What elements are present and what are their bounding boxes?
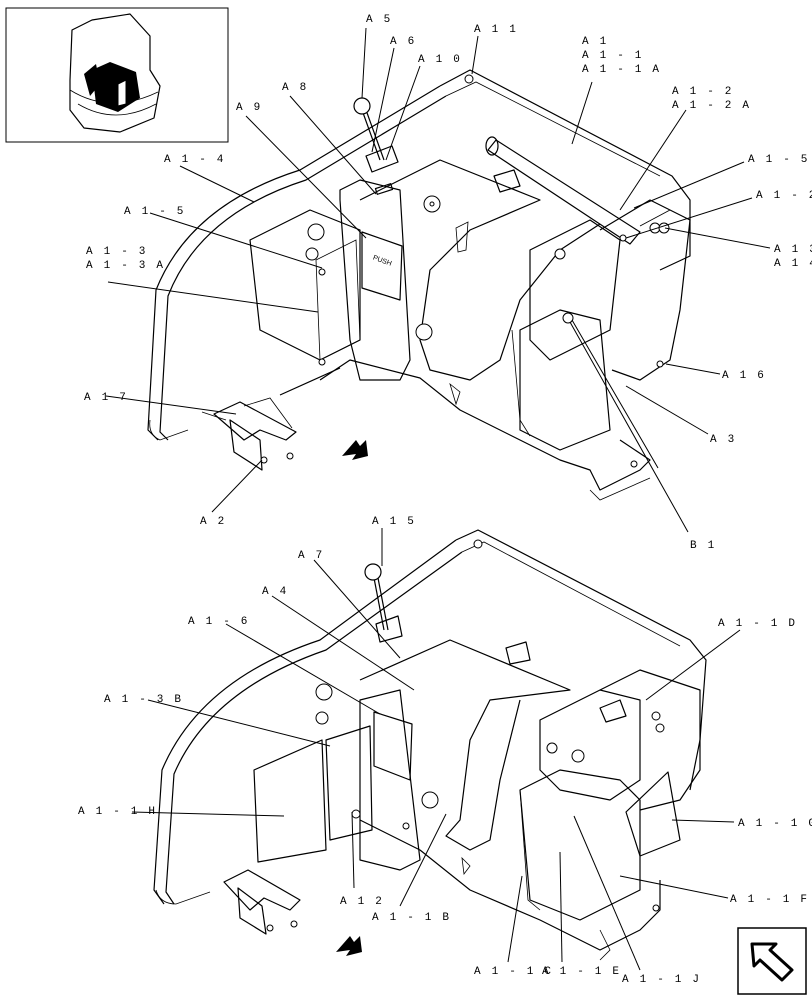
top-leader-lines	[105, 27, 771, 533]
callout-a11: A 1 1	[474, 24, 518, 36]
callout-a1-1f: A 1 - 1 F	[730, 894, 809, 906]
front-direction-arrow-icon	[336, 936, 362, 956]
callout-a1-3a: A 1 - 3 A	[86, 260, 165, 272]
top-cab-frame-assembly: PUSH	[147, 69, 691, 501]
bottom-leader-lines	[131, 528, 741, 971]
next-page-arrow-icon[interactable]	[737, 927, 807, 995]
front-direction-arrow-icon	[342, 440, 368, 460]
callout-a3: A 3	[710, 434, 736, 446]
callout-a6: A 6	[390, 36, 416, 48]
callout-a1-2: A 1 - 2	[756, 190, 812, 202]
callout-a9: A 9	[236, 102, 262, 114]
callout-a1-5-left: A 1 - 5	[124, 206, 186, 218]
callout-a17: A 1 7	[84, 392, 128, 404]
top-callout-labels: A 5 A 6 A 1 0 A 1 1 A 1 A 1 - 1 A 1 - 1 …	[84, 14, 812, 552]
callout-a1-2-top: A 1 - 2	[672, 86, 734, 98]
callout-a2: A 2	[200, 516, 226, 528]
callout-a13: A 1 3	[774, 244, 812, 256]
callout-a1-1b: A 1 - 1 B	[372, 912, 451, 924]
pedal-assembly-a2	[213, 397, 297, 471]
callout-a4: A 4	[262, 586, 288, 598]
callout-a1-3: A 1 - 3	[86, 246, 148, 258]
callout-a1-3b: A 1 - 3 B	[104, 694, 183, 706]
callout-a1-1: A 1 - 1	[582, 50, 644, 62]
callout-a1-4: A 1 - 4	[164, 154, 226, 166]
callout-b1: B 1	[690, 540, 716, 552]
callout-a7: A 7	[298, 550, 324, 562]
machine-overview-thumbnail	[5, 7, 229, 143]
callout-a12: A 1 2	[340, 896, 384, 908]
svg-text:PUSH: PUSH	[372, 255, 393, 268]
callout-a1-6: A 1 - 6	[188, 616, 250, 628]
callout-a1-1j: A 1 - 1 J	[622, 974, 701, 986]
callout-a1-1d: A 1 - 1 D	[718, 618, 797, 630]
bottom-cab-frame-assembly	[153, 529, 707, 961]
callout-a1-1g: A 1 - 1 G	[738, 818, 812, 830]
callout-a15: A 1 5	[372, 516, 416, 528]
callout-a16: A 1 6	[722, 370, 766, 382]
bottom-callout-labels: A 1 5 A 7 A 4 A 1 - 6 A 1 - 1 D A 1 - 3 …	[78, 516, 812, 986]
callout-a1-1h: A 1 - 1 H	[78, 806, 157, 818]
callout-a1-1a: A 1 - 1 A	[582, 64, 661, 76]
callout-a1: A 1	[582, 36, 608, 48]
callout-a14: A 1 4	[774, 258, 812, 270]
callout-a1-1c: A 1 - 1 C	[474, 966, 553, 978]
callout-a1-2a: A 1 - 2 A	[672, 100, 751, 112]
pedal-assembly-bottom	[223, 869, 301, 935]
callout-a1-1e: A 1 - 1 E	[542, 966, 621, 978]
callout-a10: A 1 0	[418, 54, 462, 66]
callout-a8: A 8	[282, 82, 308, 94]
callout-a1-5-right: A 1 - 5	[748, 154, 810, 166]
callout-a5: A 5	[366, 14, 392, 26]
